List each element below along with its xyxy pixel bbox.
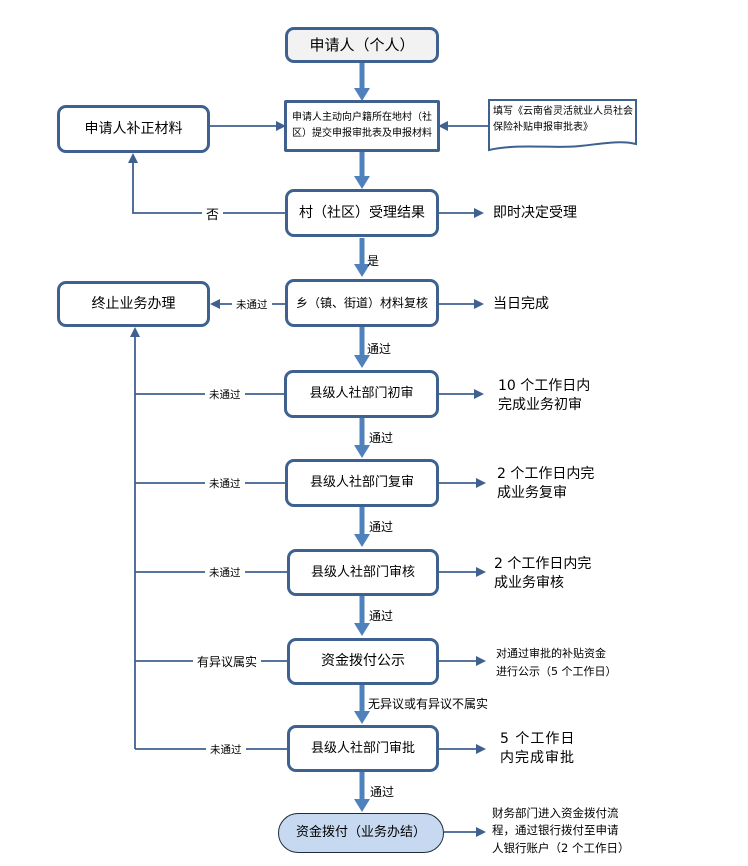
node-submit[interactable]: 申请人主动向户籍所在地村（社区）提交申报审批表及申报材料	[284, 100, 440, 152]
arrow-submit-to-village	[354, 150, 370, 189]
arrow-publicity-to-approve	[354, 684, 370, 724]
node-applicant[interactable]: 申请人（个人）	[285, 27, 439, 63]
note-township: 当日完成	[493, 295, 549, 314]
edge-label-passed-2: 通过	[369, 431, 394, 445]
node-fill-form-label: 填写《云南省灵活就业人员社会保险补贴申报审批表》	[493, 106, 633, 133]
note-recheck-text: 2 个工作日内完成业务复审	[497, 466, 595, 501]
node-county-approve[interactable]: 县级人社部门审批	[287, 725, 439, 772]
node-county-audit-label: 县级人社部门审核	[310, 564, 415, 580]
node-county-approve-label: 县级人社部门审批	[310, 740, 415, 756]
note-disburse: 财务部门进入资金拨付流程，通过银行拨付至申请人银行账户（2 个工作日）	[492, 805, 629, 857]
edge-label-no: 否	[202, 204, 224, 223]
node-supplement-label: 申请人补正材料	[84, 120, 183, 137]
node-supplement[interactable]: 申请人补正材料	[57, 105, 210, 153]
node-fill-form[interactable]: 填写《云南省灵活就业人员社会保险补贴申报审批表》	[489, 101, 637, 145]
edge-label-passed-5: 通过	[370, 785, 395, 799]
node-applicant-label: 申请人（个人）	[309, 35, 415, 54]
note-village: 即时决定受理	[493, 204, 577, 223]
node-county-recheck-label: 县级人社部门复审	[309, 475, 414, 491]
edge-label-yes: 是	[367, 254, 380, 268]
node-terminate-label: 终止业务办理	[91, 295, 176, 312]
note-recheck: 2 个工作日内完成业务复审	[497, 465, 601, 503]
side-arrowheads	[128, 121, 486, 837]
note-audit-text: 2 个工作日内完成业务审核	[494, 556, 592, 591]
node-village-result[interactable]: 村（社区）受理结果	[285, 189, 439, 237]
main-flow-arrows	[354, 62, 370, 812]
arrow-audit-to-publicity	[354, 596, 370, 636]
arrow-approve-to-disburse	[354, 772, 370, 812]
note-township-text: 当日完成	[493, 296, 549, 312]
node-county-audit[interactable]: 县级人社部门审核	[287, 549, 439, 596]
edge-label-not-passed-audit: 未通过	[205, 565, 245, 580]
note-approve: 5 个工作日内完成审批	[500, 730, 582, 768]
arrow-initial-to-recheck	[354, 418, 370, 458]
arrow-township-to-initial	[354, 327, 370, 368]
note-approve-text: 5 个工作日内完成审批	[500, 731, 576, 766]
edge-label-no-objection: 无异议或有异议不属实	[368, 697, 489, 711]
form-document-shape	[488, 99, 637, 152]
node-publicity-label: 资金拨付公示	[321, 653, 405, 670]
edge-label-not-passed-approve: 未通过	[206, 742, 246, 757]
node-disburse-label: 资金拨付（业务办结）	[295, 825, 426, 841]
node-publicity[interactable]: 资金拨付公示	[287, 638, 439, 685]
node-village-result-label: 村（社区）受理结果	[299, 204, 425, 221]
edge-label-passed-3: 通过	[369, 520, 394, 534]
note-audit: 2 个工作日内完成业务审核	[494, 555, 598, 593]
arrow-applicant-to-submit	[354, 62, 370, 101]
note-publicity: 对通过审批的补贴资金进行公示（5 个工作日）	[496, 645, 617, 680]
node-county-initial[interactable]: 县级人社部门初审	[284, 370, 439, 418]
note-publicity-text: 对通过审批的补贴资金进行公示（5 个工作日）	[496, 647, 617, 678]
arrow-village-to-township	[354, 238, 370, 277]
node-county-initial-label: 县级人社部门初审	[309, 386, 414, 402]
note-disburse-text: 财务部门进入资金拨付流程，通过银行拨付至申请人银行账户（2 个工作日）	[492, 806, 630, 855]
node-disburse[interactable]: 资金拨付（业务办结）	[278, 813, 444, 853]
node-county-recheck[interactable]: 县级人社部门复审	[285, 459, 439, 507]
edge-label-passed-1: 通过	[367, 342, 392, 356]
node-submit-label: 申请人主动向户籍所在地村（社区）提交申报审批表及申报材料	[292, 112, 432, 139]
node-terminate[interactable]: 终止业务办理	[57, 281, 210, 327]
edge-label-objection-valid: 有异议属实	[193, 653, 262, 670]
arrow-recheck-to-audit	[354, 507, 370, 547]
note-initial: 10 个工作日内完成业务初审	[498, 377, 594, 415]
node-township-review[interactable]: 乡（镇、街道）材料复核	[285, 279, 439, 327]
edge-label-passed-4: 通过	[369, 609, 394, 623]
note-village-text: 即时决定受理	[493, 205, 577, 221]
edge-label-not-passed-township: 未通过	[232, 297, 272, 312]
edge-label-not-passed-recheck: 未通过	[205, 476, 245, 491]
edge-label-not-passed-initial: 未通过	[205, 387, 245, 402]
note-initial-text: 10 个工作日内完成业务初审	[498, 378, 591, 413]
node-township-review-label: 乡（镇、街道）材料复核	[295, 295, 428, 310]
